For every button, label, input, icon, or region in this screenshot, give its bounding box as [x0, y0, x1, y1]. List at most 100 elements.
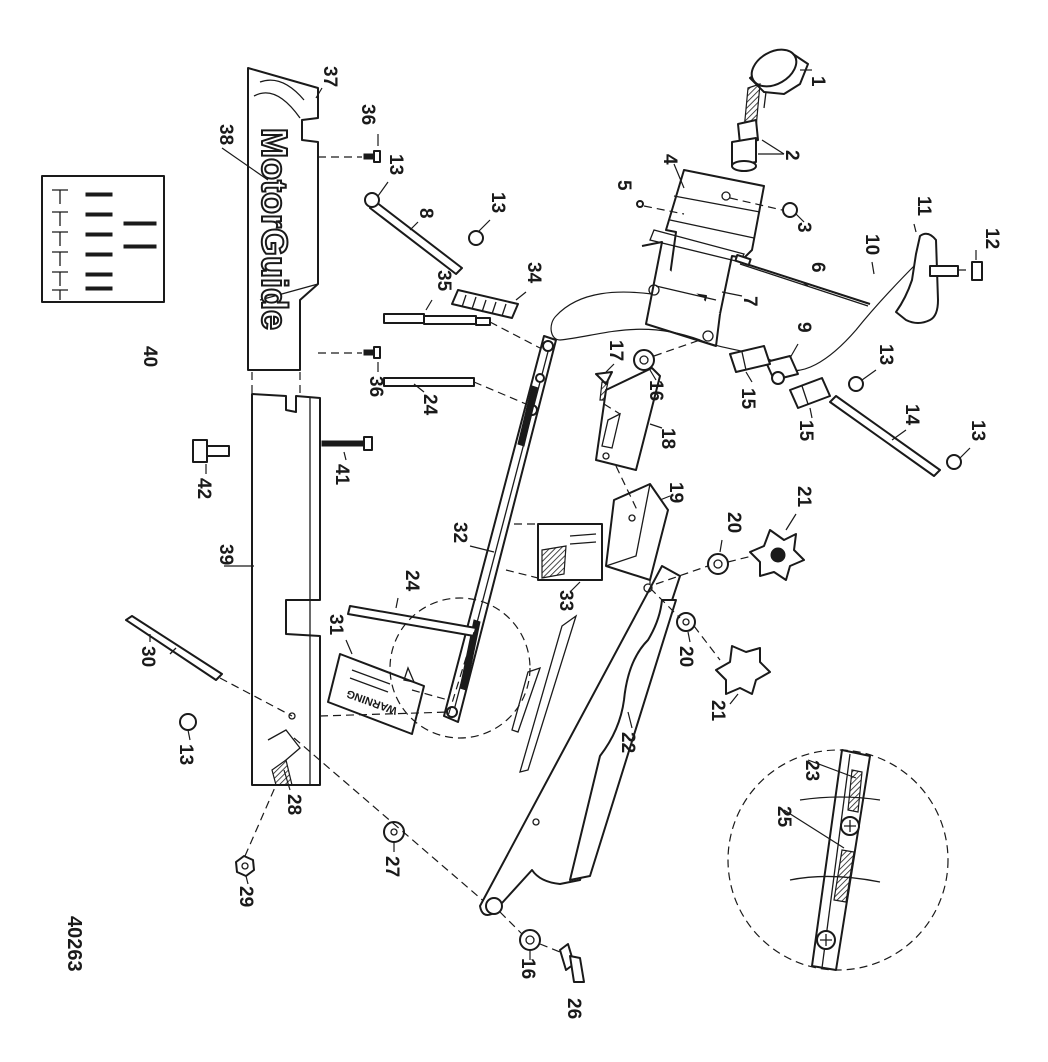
callout-13-d: 13: [967, 420, 988, 441]
callout-32: 32: [449, 522, 470, 543]
callout-7: 7: [739, 296, 760, 307]
callout-3: 3: [793, 222, 814, 233]
screw-17: [595, 371, 613, 401]
block-19: [605, 483, 669, 581]
tiller-arm-22: [479, 565, 681, 916]
callout-9: 9: [793, 322, 814, 333]
callout-17: 17: [605, 340, 626, 361]
pin-14: [829, 395, 941, 477]
callout-22: 22: [617, 732, 638, 753]
small-screw-top: [363, 150, 381, 163]
e-clip-14-top: [848, 376, 864, 392]
callout-12: 12: [981, 228, 1002, 249]
callout-37: 37: [319, 66, 340, 87]
washer-20-upper: [707, 553, 729, 575]
callout-5: 5: [613, 180, 634, 191]
callout-13-a: 13: [385, 154, 406, 175]
actuator-shaft: [443, 335, 557, 723]
callout-36-a: 36: [357, 104, 378, 125]
callout-34: 34: [523, 262, 544, 284]
callout-20-a: 20: [723, 512, 744, 533]
bushings-2: [731, 119, 759, 172]
cable-10: [550, 259, 921, 372]
detail-view: [727, 749, 949, 971]
shaft-35: [383, 313, 491, 326]
clamp-9: [765, 355, 799, 385]
callout-27: 27: [381, 856, 402, 877]
rod-6: [734, 253, 871, 307]
callout-38: 38: [215, 124, 236, 145]
knob-1: [743, 48, 809, 131]
washer-16-upper: [633, 349, 655, 371]
callout-labels: 1 2 3 4 5 6 7 8 9 10 11 12 13 13 13 13 1: [137, 66, 1002, 1019]
callout-18: 18: [657, 428, 678, 449]
callout-6: 6: [807, 262, 828, 273]
washer-3: [782, 202, 798, 218]
callout-20-b: 20: [675, 646, 696, 667]
washer-16-lower: [519, 929, 541, 951]
cover-assembly: MotorGuide: [247, 67, 319, 371]
callout-42: 42: [193, 478, 214, 499]
e-clip-lower-left: [179, 713, 197, 731]
callout-16-b: 16: [517, 958, 538, 979]
callout-11: 11: [913, 196, 934, 217]
callout-35: 35: [433, 270, 454, 292]
callout-29: 29: [235, 886, 256, 907]
bolt-26: [559, 943, 585, 983]
hex-nut: [235, 855, 255, 877]
rod-24-lower: [347, 605, 477, 637]
callout-28: 28: [283, 794, 304, 815]
callout-23: 23: [801, 760, 822, 781]
bracket-18: [595, 367, 661, 471]
ferrule-15-left: [729, 345, 771, 373]
star-knob-21-upper: [749, 529, 805, 581]
callout-13-c: 13: [875, 344, 896, 365]
callout-39: 39: [215, 544, 236, 565]
callout-31: 31: [325, 614, 346, 636]
ferrule-15-right: [789, 377, 831, 409]
t-pin: [192, 439, 230, 463]
pin-5: [636, 200, 644, 208]
decal-33: [537, 523, 603, 581]
long-screw: [321, 436, 373, 451]
callout-26: 26: [563, 998, 584, 1019]
callout-24-b: 24: [401, 570, 422, 592]
callout-13-e: 13: [175, 744, 196, 765]
hardware-kit-box: [41, 175, 165, 303]
callout-14: 14: [901, 404, 922, 426]
callout-15-a: 15: [737, 388, 758, 410]
callout-13-b: 13: [487, 192, 508, 213]
callout-40: 40: [139, 346, 160, 367]
washer-20-lower: [676, 612, 696, 632]
e-clip-14-end: [946, 454, 962, 470]
callout-21-a: 21: [793, 486, 814, 508]
e-clip-mid: [468, 230, 484, 246]
detail-callout-circle: [389, 597, 531, 739]
callout-1: 1: [807, 76, 828, 87]
e-clip-upper: [364, 192, 380, 208]
spring-34: [451, 289, 519, 319]
star-knob-21-lower: [715, 645, 771, 695]
callout-21-b: 21: [707, 700, 728, 722]
callout-30: 30: [137, 646, 158, 667]
callout-10: 10: [861, 234, 882, 255]
callout-2: 2: [781, 150, 802, 161]
mount-bracket-4: [641, 169, 765, 347]
callout-15-b: 15: [795, 420, 816, 442]
callout-24-a: 24: [419, 394, 440, 416]
callout-8: 8: [415, 208, 436, 219]
drawing-number: 40263: [63, 916, 85, 972]
warning-label: WARNING: [327, 653, 425, 735]
callout-33: 33: [555, 590, 576, 611]
pivot-pin-30: [125, 615, 223, 681]
callout-19: 19: [665, 482, 686, 503]
washer-27: [383, 821, 405, 843]
plug-12: [971, 261, 983, 281]
callout-36-b: 36: [365, 376, 386, 397]
callout-41: 41: [331, 464, 352, 486]
handle-11: [895, 232, 959, 324]
callout-25: 25: [773, 806, 794, 828]
housing-tube: [251, 393, 321, 786]
brand-logo-text: MotorGuide: [254, 128, 295, 330]
